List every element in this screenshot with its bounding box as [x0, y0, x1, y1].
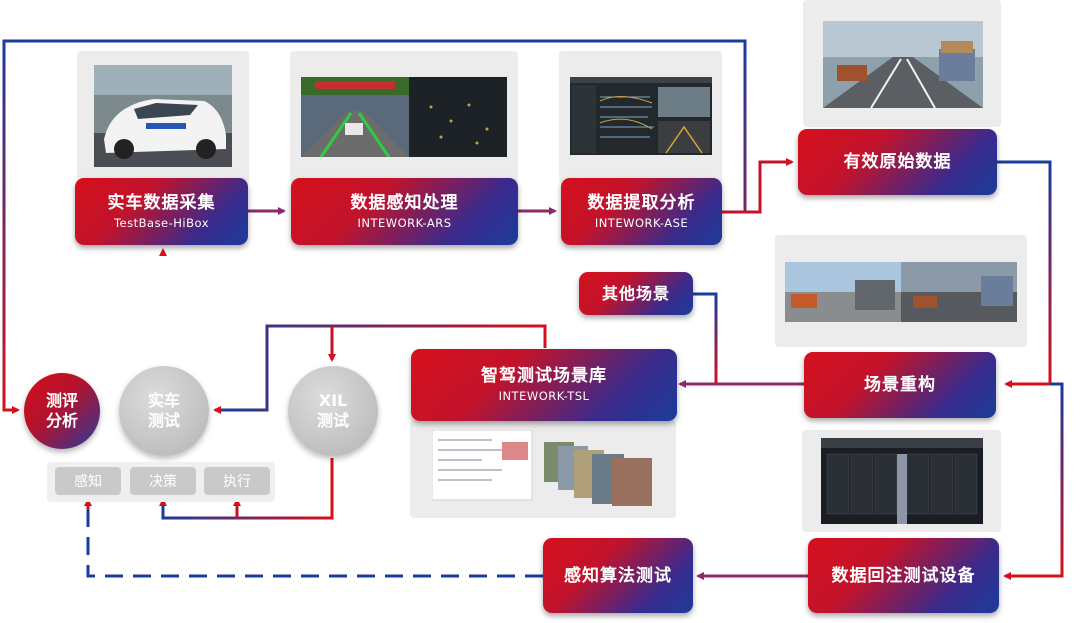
analysis-photo-panel	[559, 51, 722, 184]
analysis-software-screen	[570, 77, 712, 155]
data-replay-equipment-box[interactable]: 数据回注测试设备	[808, 538, 999, 613]
scene-reconstruction-box[interactable]: 场景重构	[804, 352, 996, 418]
box-subtitle: INTEWORK-ARS	[357, 215, 452, 230]
box-title: 其他场景	[601, 283, 670, 303]
arrow-raw-to-rebuild	[997, 160, 1052, 388]
car-photo-panel	[77, 51, 249, 184]
circle-label: 实车 测试	[147, 391, 180, 430]
real-car-data-collection-box[interactable]: 实车数据采集 TestBase-HiBox	[75, 178, 248, 245]
library-photo-panel	[410, 420, 676, 518]
xil-test-circle[interactable]: XIL 测试	[288, 366, 378, 456]
chip-execution[interactable]: 执行	[204, 467, 270, 495]
box-title: 场景重构	[864, 375, 936, 395]
arrow-raw-to-replay	[1003, 382, 1064, 580]
raw-data-photo-panel	[803, 0, 1001, 127]
arrow-library-to-realcar	[213, 324, 547, 414]
box-title: 智驾测试场景库	[481, 366, 607, 386]
valid-raw-data-box[interactable]: 有效原始数据	[798, 129, 997, 195]
arrow-xil-to-decision	[159, 458, 334, 520]
rebuild-photo-panel	[775, 235, 1027, 347]
box-title: 数据回注测试设备	[831, 565, 976, 586]
real-car-test-circle[interactable]: 实车 测试	[119, 366, 209, 456]
equipment-photo-panel	[802, 430, 1001, 532]
perception-algorithm-test-box[interactable]: 感知算法测试	[543, 538, 693, 613]
arrow-extract-to-raw	[722, 158, 794, 214]
box-subtitle: INTEWORK-TSL	[498, 389, 590, 403]
server-room-photo	[821, 438, 983, 524]
box-title: 实车数据采集	[107, 192, 216, 213]
box-subtitle: TestBase-HiBox	[113, 215, 210, 230]
reconstructed-scene	[785, 262, 1017, 322]
box-title: 数据提取分析	[587, 192, 696, 213]
evaluation-analysis-circle[interactable]: 测评 分析	[24, 373, 100, 449]
arrow-other-to-library	[693, 292, 718, 384]
perception-photo-panel	[290, 51, 518, 184]
box-title: 感知算法测试	[564, 565, 672, 586]
chip-perception[interactable]: 感知	[55, 467, 121, 495]
test-car-photo	[94, 65, 232, 167]
data-extraction-analysis-box[interactable]: 数据提取分析 INTEWORK-ASE	[561, 178, 722, 245]
box-subtitle: INTEWORK-ASE	[594, 215, 689, 230]
scenario-library-box[interactable]: 智驾测试场景库 INTEWORK-TSL	[411, 349, 677, 421]
dashed-algo-to-perception	[86, 502, 543, 578]
box-title: 有效原始数据	[843, 152, 952, 172]
chip-decision[interactable]: 决策	[130, 467, 196, 495]
circle-label: 测评 分析	[45, 391, 78, 430]
other-scenes-box[interactable]: 其他场景	[579, 272, 693, 315]
box-title: 数据感知处理	[350, 192, 459, 213]
data-perception-processing-box[interactable]: 数据感知处理 INTEWORK-ARS	[291, 178, 518, 245]
perception-screens	[301, 77, 507, 157]
circle-label: XIL 测试	[316, 391, 349, 430]
highway-photo	[823, 21, 983, 108]
scenario-library-screens	[432, 430, 652, 506]
